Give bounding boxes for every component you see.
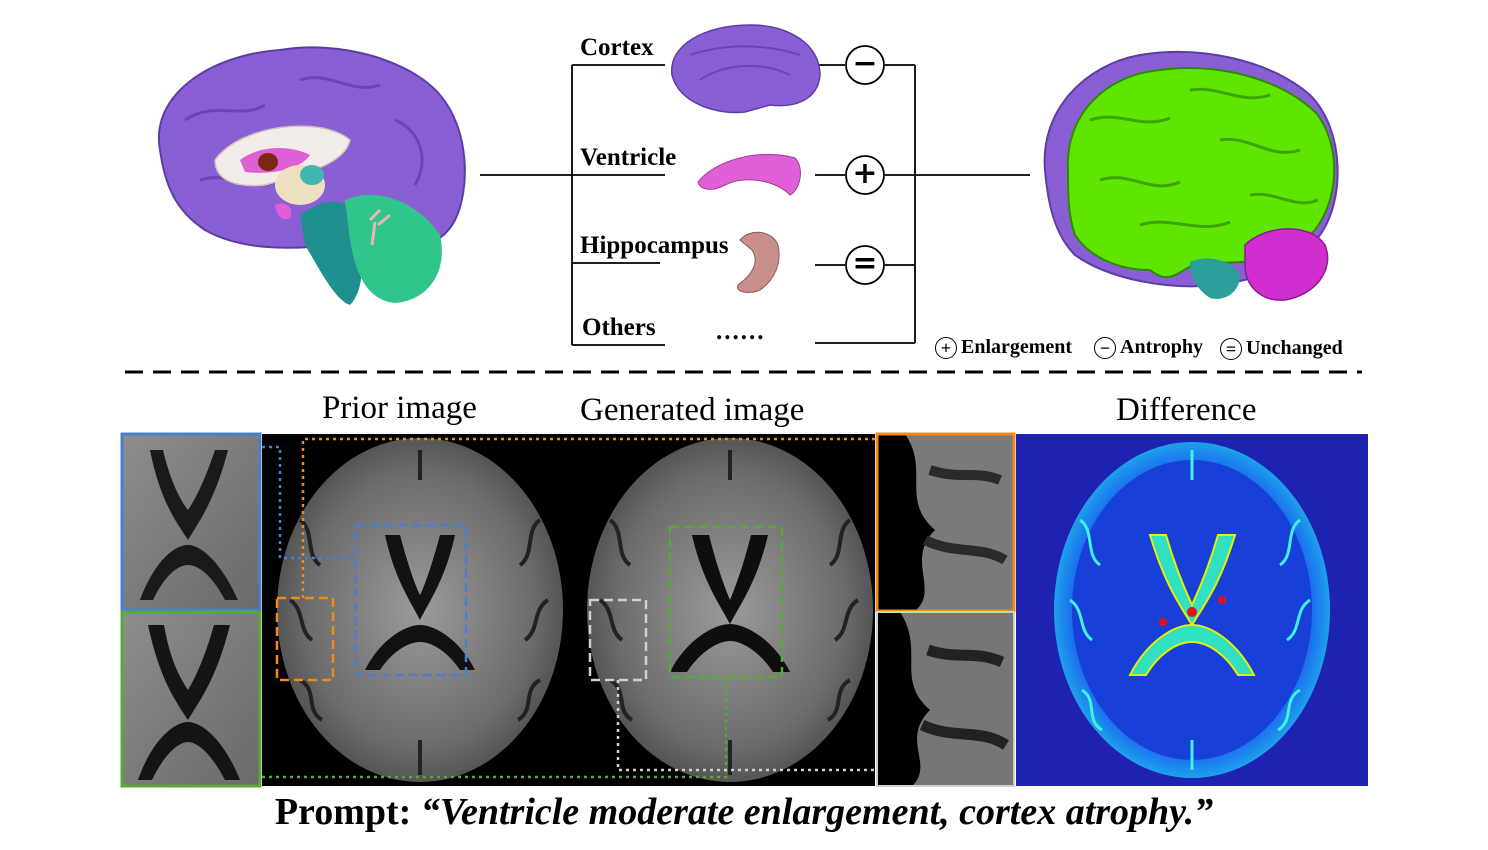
prior-ventricle-region-box [354,523,468,677]
cortex-change-symbol: − [852,46,878,81]
lateral-brain-illustration [1043,50,1339,301]
legend-atrophy: − Antrophy [1094,336,1203,359]
structure-label-hippocampus: Hippocampus [580,232,729,259]
legend-unchanged: = Unchanged [1220,337,1343,360]
legend-label-enlargement: Enlargement [961,336,1073,358]
generated-cortex-zoom [876,611,1015,787]
prompt-prefix: Prompt: [274,791,412,833]
structure-label-ventricle: Ventricle [580,144,677,171]
sagittal-brain-illustration [157,46,466,305]
cortex-change-circle [845,45,885,85]
caption-generated-image: Generated image [580,392,805,428]
prompt-text: “Ventricle moderate enlargement, cortex … [420,791,1214,833]
structure-label-cortex: Cortex [580,34,654,61]
ventricle-change-circle [845,155,885,195]
legend-label-atrophy: Antrophy [1120,336,1203,358]
generated-ventricle-zoom [120,610,262,788]
prior-ventricle-zoom [120,432,262,612]
leader-lines [262,437,875,779]
generated-mri-slice [587,438,873,782]
caption-difference: Difference [1116,392,1257,428]
hippocampus-thumbnail [737,231,780,293]
prior-mri-slice [277,438,563,782]
prompt-line: Prompt: “Ventricle moderate enlargement,… [0,790,1488,834]
cortex-thumbnail [671,24,821,114]
prior-cortex-zoom [875,432,1016,613]
generated-cortex-region-box [588,598,648,682]
equals-icon: = [1220,337,1242,360]
hippocampus-change-symbol: = [852,246,878,281]
plus-icon: + [935,336,957,359]
others-ellipsis: ...... [716,318,766,345]
minus-icon: − [1094,336,1116,359]
ventricle-thumbnail [697,153,801,196]
structure-tree-lines [480,64,1030,346]
structure-label-others: Others [582,314,656,341]
legend-label-unchanged: Unchanged [1246,337,1343,359]
difference-map [1016,434,1368,786]
legend-enlargement: + Enlargement [935,336,1072,359]
caption-prior-image: Prior image [322,390,477,426]
prior-cortex-region-box [275,596,335,682]
generated-ventricle-region-box [668,525,784,679]
ventricle-change-symbol: + [852,156,878,191]
hippocampus-change-circle [845,245,885,285]
